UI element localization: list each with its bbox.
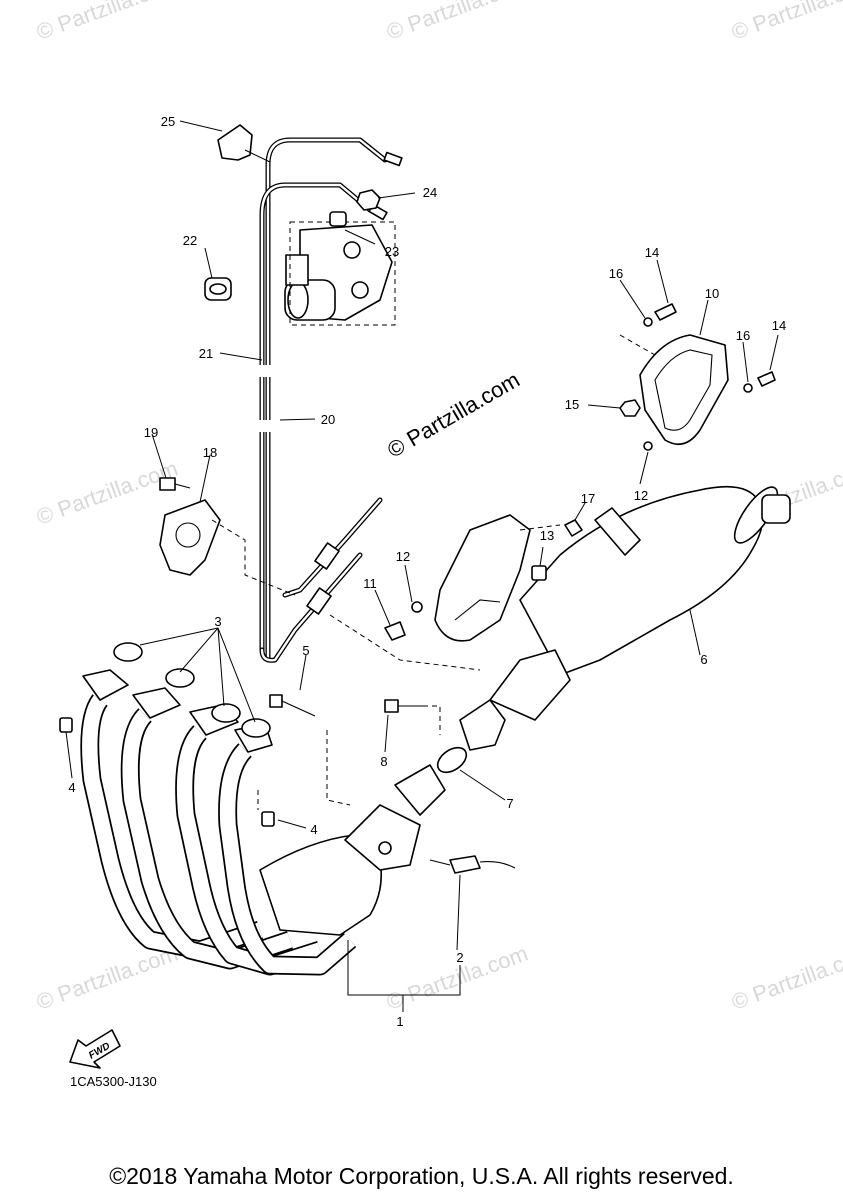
callout-16-left: 16: [609, 266, 623, 281]
servo-grommet-22: [204, 277, 232, 301]
bolts-14-15-16: [619, 303, 776, 451]
callout-12-left: 12: [396, 549, 410, 564]
callout-24: 24: [423, 185, 437, 200]
callout-15: 15: [565, 397, 579, 412]
exhaust-valve-cables: [256, 137, 403, 663]
bolt-8: [384, 699, 425, 713]
muffler-end-cap-10: [639, 334, 729, 446]
collar-23: [329, 211, 347, 227]
callout-6: 6: [700, 652, 707, 667]
callout-11: 11: [363, 576, 377, 591]
callout-labels: 1 2 3 4 4 5 6 7 8 10 11 12 12 13 14 14 1…: [68, 114, 786, 1029]
bolt-5: [269, 694, 316, 717]
exhaust-header-pipes: [80, 669, 446, 976]
muffler-6: [489, 485, 791, 721]
o2-sensor-2: [429, 855, 516, 874]
joint-clamp: [459, 699, 506, 751]
bolt-11-washer-12: [384, 601, 423, 641]
gaskets-3: [113, 642, 271, 738]
damper-13-17: [531, 519, 583, 581]
servo-motor: [284, 221, 396, 326]
callout-5: 5: [302, 643, 309, 658]
nut-24: [356, 189, 381, 211]
faint-watermark: © Partzilla.com: [33, 941, 181, 1015]
callout-10: 10: [705, 286, 719, 301]
drawing-code: 1CA5300-J130: [70, 1074, 157, 1089]
callout-19: 19: [144, 425, 158, 440]
faint-watermark: © Partzilla.com: [33, 0, 181, 45]
callout-8: 8: [380, 754, 387, 769]
bolt-19: [159, 477, 191, 491]
callout-14-right: 14: [772, 318, 786, 333]
faint-watermark: © Partzilla.com: [33, 456, 181, 530]
copyright-notice: ©2018 Yamaha Motor Corporation, U.S.A. A…: [109, 1163, 734, 1189]
faint-watermark: © Partzilla.com: [728, 941, 843, 1015]
fwd-arrow-icon: FWD: [69, 1029, 121, 1069]
callout-14-top: 14: [645, 245, 659, 260]
clamp-25: [217, 124, 253, 161]
leader-lines: [65, 120, 779, 1012]
callout-22: 22: [183, 233, 197, 248]
callout-17: 17: [581, 491, 595, 506]
callout-13: 13: [540, 528, 554, 543]
callout-21: 21: [199, 346, 213, 361]
gasket-7: [436, 746, 468, 774]
callout-7: 7: [506, 796, 513, 811]
callout-3: 3: [214, 614, 221, 629]
heat-shield: [434, 514, 531, 642]
faint-watermark: © Partzilla.com: [383, 0, 531, 45]
callout-1: 1: [396, 1014, 403, 1029]
callout-25: 25: [161, 114, 175, 129]
callout-18: 18: [203, 445, 217, 460]
callout-2: 2: [456, 950, 463, 965]
callout-4-right: 4: [310, 822, 317, 837]
callout-23: 23: [385, 244, 399, 259]
nuts-4: [59, 717, 275, 827]
callout-20: 20: [321, 412, 335, 427]
callout-12-right: 12: [634, 488, 648, 503]
callout-4-left: 4: [68, 780, 75, 795]
faint-watermark: © Partzilla.com: [728, 0, 843, 45]
bracket-18: [159, 499, 221, 576]
callout-16-right: 16: [736, 328, 750, 343]
